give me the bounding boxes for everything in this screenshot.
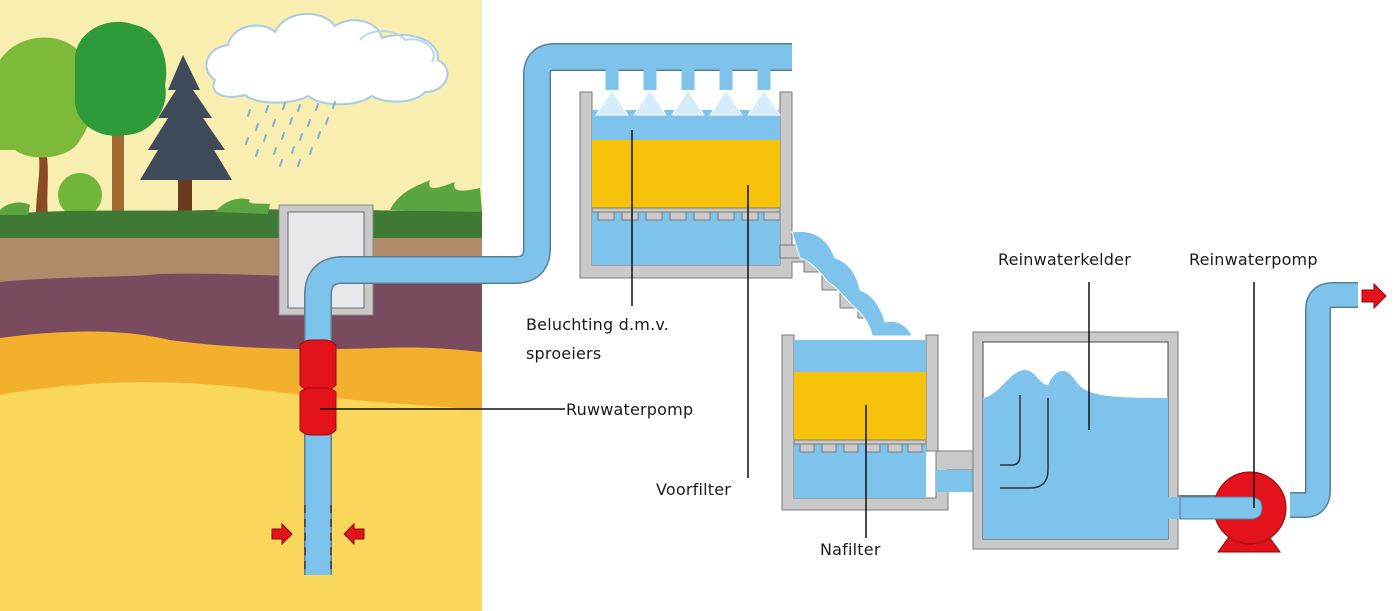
sand-layer-yellow — [0, 382, 482, 611]
raw-water-pump-icon — [299, 339, 337, 436]
grass-strip — [0, 209, 482, 240]
sprinkler-spray-icon — [595, 89, 781, 116]
rain-icon — [245, 101, 336, 167]
voorfilter-sand — [592, 140, 780, 208]
landscape-panel — [0, 0, 482, 611]
leader-lines — [320, 130, 1255, 538]
label-reinwaterpomp: Reinwaterpomp — [1189, 250, 1318, 269]
label-voorfilter: Voorfilter — [656, 480, 732, 499]
label-reinwaterkelder: Reinwaterkelder — [998, 250, 1131, 269]
label-beluchting-line1: Beluchting d.m.v. — [526, 315, 670, 334]
label-ruwwaterpomp: Ruwwaterpomp — [566, 400, 694, 419]
trees — [0, 21, 232, 217]
cascade-stairs — [779, 230, 913, 337]
cloud-icon — [205, 13, 449, 106]
clean-water-pump-icon — [1179, 471, 1287, 553]
nafilter-sand — [794, 372, 926, 440]
well-screen — [304, 505, 332, 575]
outflow-arrow-icon — [1361, 282, 1387, 310]
label-beluchting-line2: sproeiers — [526, 344, 602, 363]
voorfilter-tank — [579, 89, 809, 279]
grass-tufts — [390, 180, 482, 212]
label-nafilter: Nafilter — [820, 540, 881, 559]
nafilter-tank — [781, 334, 978, 511]
reinwaterkelder-tank — [972, 331, 1182, 550]
pipes — [304, 43, 1358, 575]
inflow-arrow-icon — [271, 522, 365, 546]
